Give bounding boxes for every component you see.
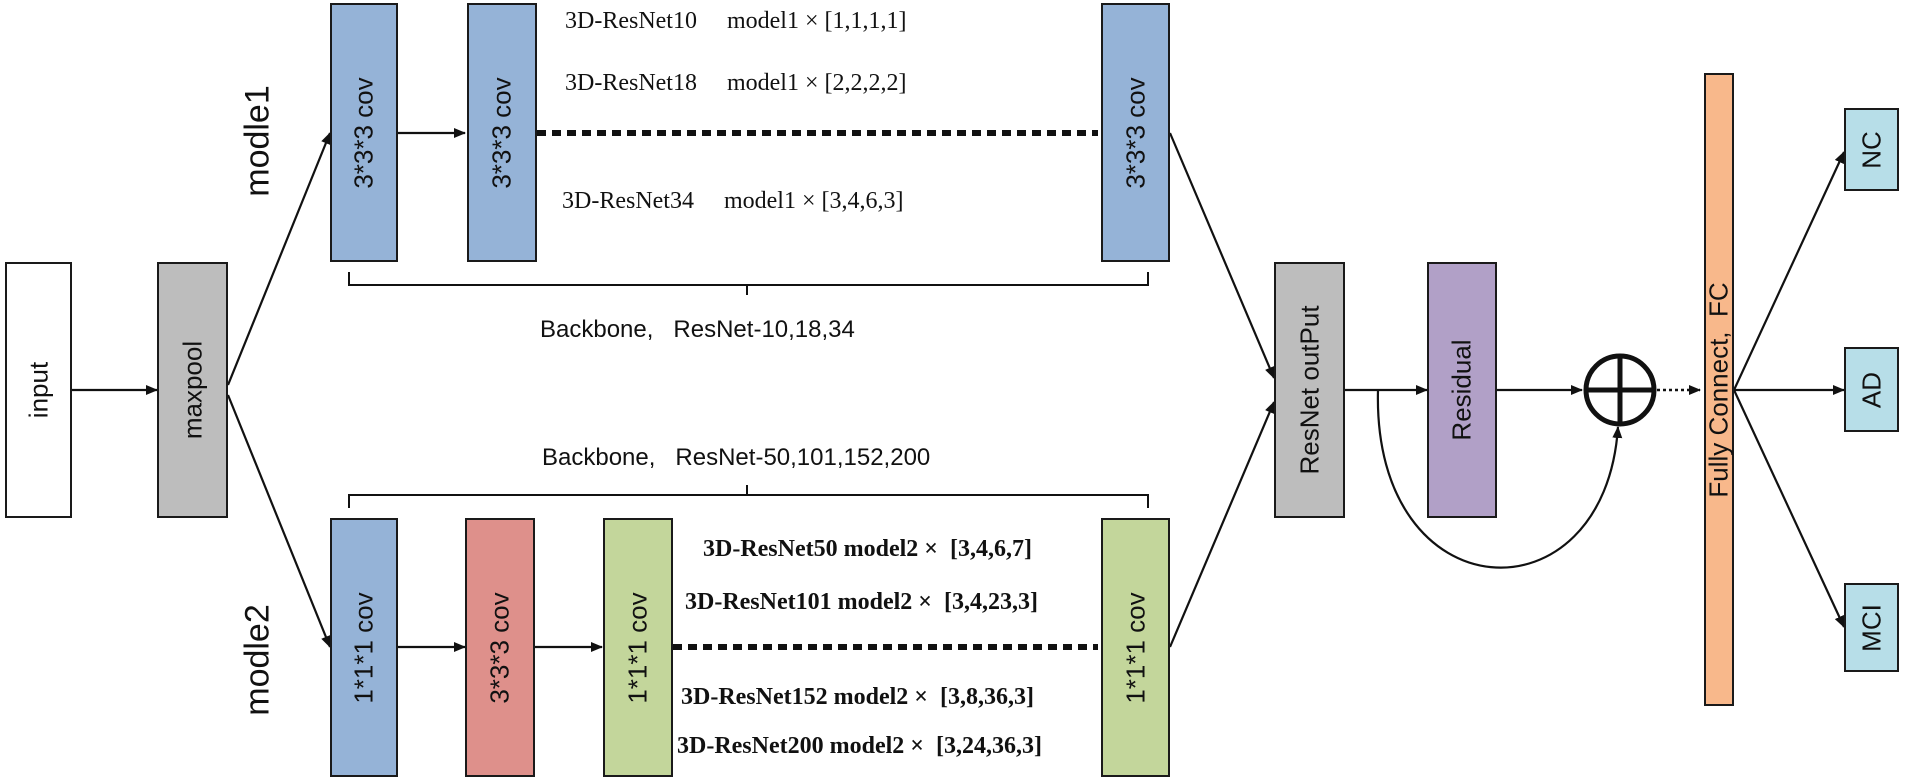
modle2-label: modle2 bbox=[238, 604, 277, 716]
modle1-conv-3: 3*3*3 cov bbox=[1101, 3, 1170, 262]
modle1-conv-1-label: 3*3*3 cov bbox=[348, 76, 379, 189]
arrow-fc-nc bbox=[1733, 151, 1845, 391]
modle1-note-resnet34: 3D-ResNet34 model1 × [3,4,6,3] bbox=[562, 188, 904, 214]
maxpool-block: maxpool bbox=[157, 262, 228, 518]
modle2-conv-1-label: 1*1*1 cov bbox=[348, 591, 379, 704]
arrow-maxpool-modle1 bbox=[226, 132, 332, 386]
sum-operator-icon bbox=[1583, 353, 1657, 427]
arrow-maxpool-modle2 bbox=[226, 394, 332, 648]
mci-output-block: MCI bbox=[1844, 583, 1899, 672]
modle1-note-resnet18: 3D-ResNet18 model1 × [2,2,2,2] bbox=[565, 70, 907, 96]
modle2-conv-3: 1*1*1 cov bbox=[603, 518, 673, 777]
brace-backbone2 bbox=[348, 485, 1149, 508]
input-block: input bbox=[5, 262, 72, 518]
modle2-note-resnet50: 3D-ResNet50 model2 × [3,4,6,7] bbox=[703, 536, 1032, 562]
modle2-note-resnet101: 3D-ResNet101 model2 × [3,4,23,3] bbox=[685, 589, 1038, 615]
modle2-conv-1: 1*1*1 cov bbox=[330, 518, 398, 777]
brace-backbone1 bbox=[348, 272, 1149, 295]
nc-output-block: NC bbox=[1844, 108, 1899, 191]
modle1-conv-2-label: 3*3*3 cov bbox=[486, 76, 517, 189]
skip-connection-curve bbox=[1376, 389, 1623, 569]
modle2-conv-2-label: 3*3*3 cov bbox=[484, 591, 515, 704]
modle1-label: modle1 bbox=[238, 85, 277, 197]
backbone1-caption: Backbone, ResNet-10,18,34 bbox=[540, 316, 855, 343]
modle1-note-resnet10: 3D-ResNet10 model1 × [1,1,1,1] bbox=[565, 8, 907, 34]
modle1-conv-3-label: 3*3*3 cov bbox=[1120, 76, 1150, 189]
arrow-fc-mci bbox=[1733, 389, 1845, 628]
ad-output-block: AD bbox=[1844, 347, 1899, 432]
ad-label: AD bbox=[1856, 371, 1886, 408]
modle2-conv-4: 1*1*1 cov bbox=[1101, 518, 1170, 777]
nc-label: NC bbox=[1856, 130, 1886, 169]
mci-label: MCI bbox=[1856, 603, 1886, 652]
modle2-conv-4-label: 1*1*1 cov bbox=[1120, 591, 1150, 704]
modle1-conv-1: 3*3*3 cov bbox=[330, 3, 398, 262]
modle1-conv-2: 3*3*3 cov bbox=[467, 3, 537, 262]
arrow-m1-output bbox=[1168, 132, 1276, 379]
modle2-conv-2: 3*3*3 cov bbox=[465, 518, 535, 777]
modle2-note-resnet200: 3D-ResNet200 model2 × [3,24,36,3] bbox=[677, 733, 1042, 759]
modle2-conv-3-label: 1*1*1 cov bbox=[622, 591, 653, 704]
modle2-note-resnet152: 3D-ResNet152 model2 × [3,8,36,3] bbox=[681, 684, 1034, 710]
residual-block: Residual bbox=[1427, 262, 1497, 518]
arrow-m2-output bbox=[1168, 401, 1276, 648]
backbone2-caption: Backbone, ResNet-50,101,152,200 bbox=[542, 444, 931, 471]
input-label: input bbox=[23, 361, 53, 419]
fully-connect-block: Fully Connect, FC bbox=[1704, 73, 1734, 706]
resnet-output-block: ResNet outPut bbox=[1274, 262, 1345, 518]
fully-connect-label: Fully Connect, FC bbox=[1703, 281, 1734, 498]
maxpool-label: maxpool bbox=[177, 340, 207, 440]
resnet-output-label: ResNet outPut bbox=[1294, 305, 1324, 475]
residual-label: Residual bbox=[1446, 339, 1477, 441]
